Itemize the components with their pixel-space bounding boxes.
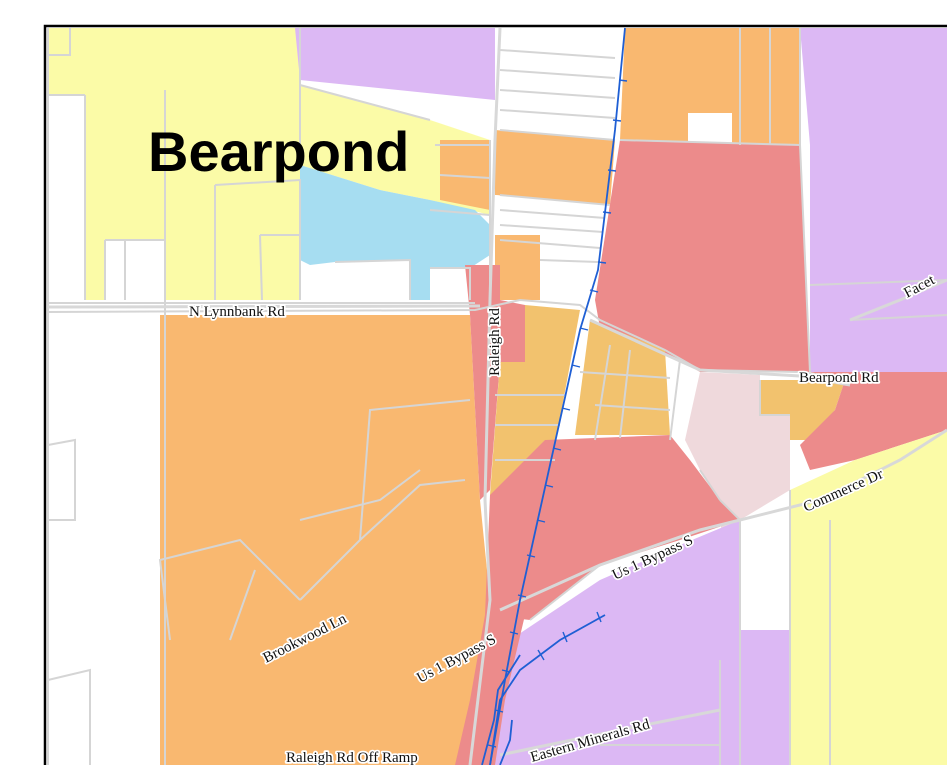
zone-white-block: [688, 113, 732, 143]
railroad-ties: [487, 79, 628, 748]
zone-white-small: [335, 260, 410, 300]
bearpond-road: [589, 318, 851, 387]
facet-road: [849, 278, 947, 322]
zone-yellow-northwest: [48, 28, 490, 300]
zone-white-mid: [105, 240, 165, 300]
zone-red-south: [485, 435, 740, 620]
railroad-spur-1: [489, 614, 606, 765]
road-label-n-lynnbank: N Lynnbank Rd: [189, 304, 285, 320]
zone-white-farwest: [48, 315, 160, 765]
zone-pink-central: [685, 372, 790, 630]
zone-red-east: [595, 140, 810, 372]
zone-orange-bits-2: [495, 235, 540, 300]
zone-red-raleigh: [465, 265, 525, 500]
zone-gold-bearpond: [760, 380, 845, 440]
railroad-spur-2: [481, 654, 521, 765]
zone-white-rail-north: [500, 28, 625, 140]
zone-red-bearpond: [800, 372, 947, 470]
zone-orange-bits: [440, 140, 490, 210]
railroad: [481, 27, 626, 765]
n-lynnbank-road: [47, 304, 481, 309]
railroad-main: [489, 27, 626, 765]
roads: [47, 27, 947, 765]
us1-bypass: [499, 518, 741, 612]
railroad-spur-3: [499, 719, 513, 765]
place-label-bearpond: Bearpond: [148, 120, 409, 183]
zone-orange-north: [620, 28, 800, 145]
road-label-bearpond: Bearpond Rd: [799, 370, 879, 386]
zone-blue: [300, 165, 490, 300]
eastern-minerals-road: [499, 708, 721, 757]
zone-orange-west: [160, 315, 490, 765]
commerce-road: [739, 428, 947, 522]
map-frame: [43, 24, 947, 765]
zone-orange-strip: [495, 130, 615, 205]
zone-purple-north: [295, 28, 495, 100]
zone-white-west: [48, 95, 85, 300]
zone-gold-mid: [490, 305, 580, 500]
zone-purple-northeast: [800, 28, 947, 372]
raleigh-road: [468, 27, 502, 765]
zone-red-southwest: [455, 615, 525, 765]
road-label-raleigh: Raleigh Rd: [487, 308, 503, 376]
zone-purple-south: [490, 520, 790, 765]
zone-white-band: [495, 195, 610, 300]
road-label-raleigh-off-ramp: Raleigh Rd Off Ramp: [286, 750, 418, 765]
parcel-lines: [47, 28, 947, 765]
